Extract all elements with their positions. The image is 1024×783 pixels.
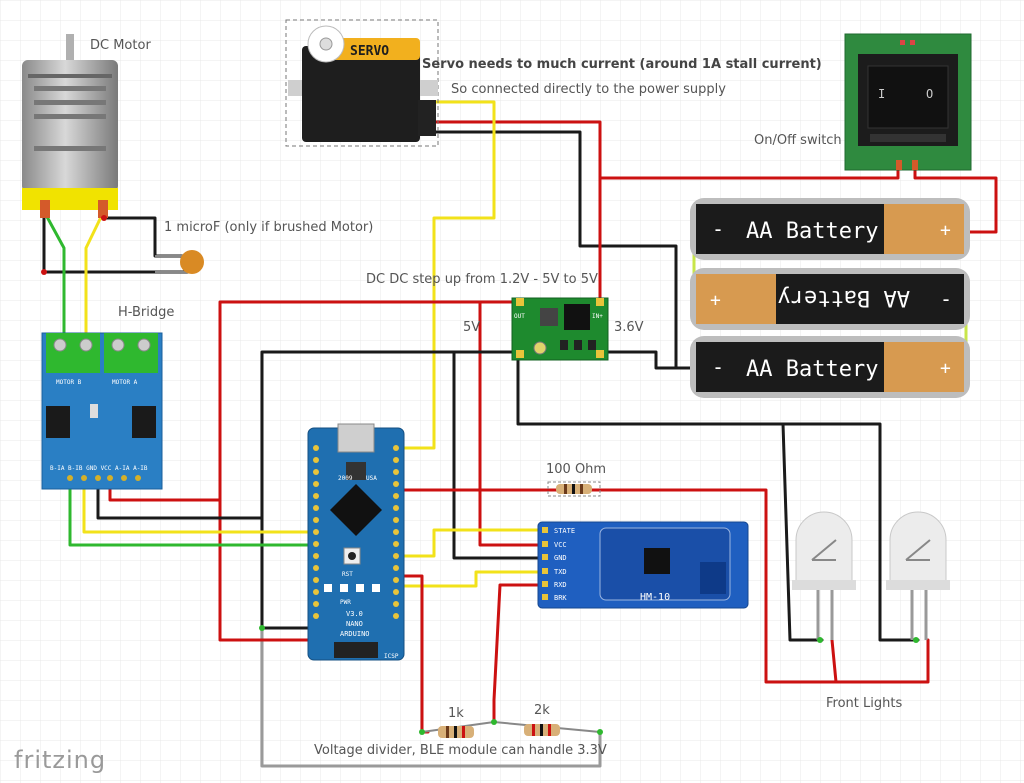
hm10-pin-state: STATE	[554, 527, 575, 535]
dc-motor[interactable]	[22, 34, 118, 218]
battery-3-label: AA Battery	[746, 357, 878, 382]
label-h-bridge: H-Bridge	[118, 305, 175, 320]
wire-motor-green	[44, 213, 66, 337]
wire-switch-red-2	[913, 161, 998, 234]
label-dcdc: DC DC step up from 1.2V - 5V to 5V	[366, 272, 598, 287]
nano-label-3: V3.0	[346, 610, 363, 618]
wire-hbridge-green	[68, 476, 318, 547]
resistor-100-ohm[interactable]	[547, 481, 601, 497]
label-on-off-switch: On/Off switch	[754, 133, 842, 148]
hm10-ble-module[interactable]: HM-10 STATE VCC GND TXD RXD BRK	[537, 521, 749, 609]
nano-pwr: PWR	[340, 599, 351, 606]
label-dc-motor: DC Motor	[90, 38, 151, 53]
battery-1-plus: +	[940, 220, 951, 241]
battery-1-minus: -	[712, 217, 724, 241]
wire-hm10-yellow-2	[400, 570, 544, 588]
wire-hm10-yellow-1	[400, 528, 544, 558]
dcdc-step-up[interactable]: IN+ OUT	[511, 297, 609, 361]
fritzing-logo: fritzing	[14, 746, 107, 774]
wire-motor-yellow	[84, 213, 104, 337]
nano-year: 2009	[338, 475, 353, 482]
label-2k: 2k	[534, 703, 550, 718]
nano-icsp: ICSP	[384, 653, 399, 660]
wire-grey-divider	[260, 626, 602, 768]
label-1k: 1k	[448, 706, 464, 721]
battery-2-minus: -	[940, 287, 952, 311]
hm10-pin-vcc: VCC	[554, 541, 567, 549]
wire-gnd-black	[260, 350, 522, 630]
dcdc-out-label: OUT	[514, 313, 525, 320]
nano-label-2: NANO	[346, 620, 363, 628]
wire-hbridge-yellow	[82, 476, 318, 534]
resistor-1k[interactable]	[421, 721, 495, 738]
nano-label-1: ARDUINO	[340, 630, 370, 638]
wire-gnd-black-hbridge	[96, 476, 264, 520]
wire-gnd-black-hm10	[452, 350, 544, 560]
battery-2[interactable]: AA Battery + -	[690, 268, 970, 330]
servo-motor[interactable]: SERVO	[285, 19, 439, 147]
hm10-pin-txd: TXD	[554, 568, 567, 576]
battery-1[interactable]: - AA Battery +	[690, 198, 970, 260]
nano-usa: USA	[366, 475, 377, 482]
hm10-model: HM-10	[640, 592, 670, 603]
wire-servo-yellow	[400, 100, 496, 450]
label-servo-note-1: Servo needs to much current (around 1A s…	[422, 57, 822, 72]
battery-2-plus: +	[710, 290, 721, 311]
wire-rxd-red	[492, 583, 544, 724]
label-servo-note-2: So connected directly to the power suppl…	[451, 82, 726, 97]
hbridge-pins: B-IA B-IB GND VCC A-IA A-IB	[50, 465, 148, 472]
servo-label: SERVO	[350, 44, 389, 59]
label-3v6: 3.6V	[614, 320, 644, 335]
dcdc-in-label: IN+	[592, 313, 603, 320]
front-light-led-1[interactable]	[792, 511, 856, 640]
wire-5v-red-hm10	[478, 300, 544, 547]
label-capacitor: 1 microF (only if brushed Motor)	[164, 220, 374, 235]
battery-3[interactable]: - AA Battery +	[690, 336, 970, 398]
wire-led-red-2	[830, 638, 838, 684]
wire-gnd-black-2	[516, 350, 920, 642]
h-bridge-module[interactable]: MOTOR B MOTOR A B-IA B-IB GND VCC A-IA A…	[41, 332, 163, 490]
label-voltage-divider: Voltage divider, BLE module can handle 3…	[314, 743, 607, 758]
wire-5v-red	[218, 300, 522, 642]
battery-3-plus: +	[940, 358, 951, 379]
wire-dcdc-in-black	[602, 350, 700, 370]
on-off-switch[interactable]: I O	[844, 33, 972, 171]
arduino-nano[interactable]: 2009 USA RST PWR V3.0 NANO ARDUINO ICSP	[307, 423, 405, 661]
nano-rst: RST	[342, 571, 353, 578]
battery-2-label: AA Battery	[778, 285, 910, 310]
battery-3-minus: -	[712, 355, 724, 379]
wire-junctions	[41, 215, 919, 735]
capacitor[interactable]	[155, 250, 204, 274]
label-5v: 5V	[463, 320, 481, 335]
switch-off-mark: O	[926, 87, 933, 101]
switch-on-mark: I	[878, 87, 885, 101]
label-front-lights: Front Lights	[826, 696, 903, 711]
hm10-pin-gnd: GND	[554, 554, 567, 562]
label-100-ohm: 100 Ohm	[546, 462, 607, 477]
hm10-pin-brk: BRK	[554, 594, 567, 602]
wire-gnd-black-3	[781, 422, 824, 642]
hm10-pin-rxd: RXD	[554, 581, 567, 589]
battery-1-label: AA Battery	[746, 219, 878, 244]
wire-led-red	[400, 488, 930, 684]
resistor-2k[interactable]	[493, 721, 601, 736]
front-light-led-2[interactable]	[886, 511, 950, 640]
hbridge-motor-a: MOTOR A	[112, 379, 138, 386]
hbridge-motor-b: MOTOR B	[56, 379, 82, 386]
